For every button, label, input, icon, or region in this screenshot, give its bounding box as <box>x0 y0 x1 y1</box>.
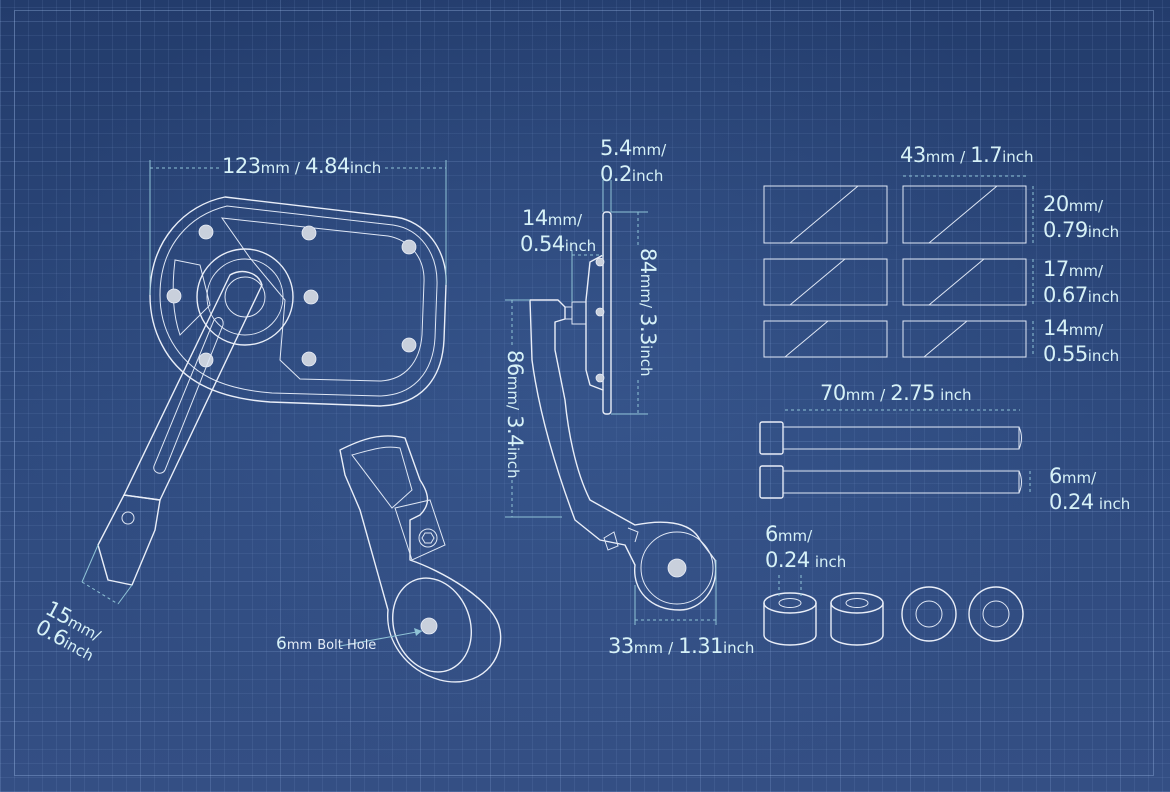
pad-dimension-lines <box>903 175 1034 357</box>
dim-label-back-depth: 14mm/ 0.54inch <box>520 206 597 256</box>
dim-label-pad-17: 17mm/ 0.67inch <box>1043 257 1120 307</box>
dim-label-pad-length: 43mm / 1.7inch <box>900 143 1034 167</box>
dim-label-arm-height: 86mm/ 3.4inch <box>503 350 527 479</box>
dim-label-pad-14: 14mm/ 0.55inch <box>1043 316 1120 366</box>
dim-label-pad-20: 20mm/ 0.79inch <box>1043 192 1120 242</box>
dim-label-spacer-diameter: 6mm/ 0.24 inch <box>765 522 847 572</box>
dim-label-glass-thickness: 5.4mm/ 0.2inch <box>600 136 667 186</box>
mirror-side-view <box>529 211 717 611</box>
dim-label-bolt-diameter: 6mm/ 0.24 inch <box>1049 464 1131 514</box>
side-dimension-lines <box>505 180 717 625</box>
dim-label-bolt-length: 70mm / 2.75 inch <box>820 381 972 405</box>
dim-label-mirror-height: 84mm/ 3.3inch <box>636 248 660 377</box>
front-dimension-lines <box>81 160 447 605</box>
mirror-front-view <box>97 196 447 586</box>
clamp-perspective-view <box>339 435 502 683</box>
bolts <box>759 409 1031 499</box>
dim-label-bolt-hole: 6mm Bolt Hole <box>276 634 377 654</box>
spacers <box>763 575 1024 646</box>
dim-label-clamp-width: 33mm / 1.31inch <box>608 634 755 658</box>
blueprint-frame <box>14 10 1154 776</box>
rubber-pads <box>763 185 1027 358</box>
dim-label-mirror-width: 123mm / 4.84inch <box>222 154 382 178</box>
